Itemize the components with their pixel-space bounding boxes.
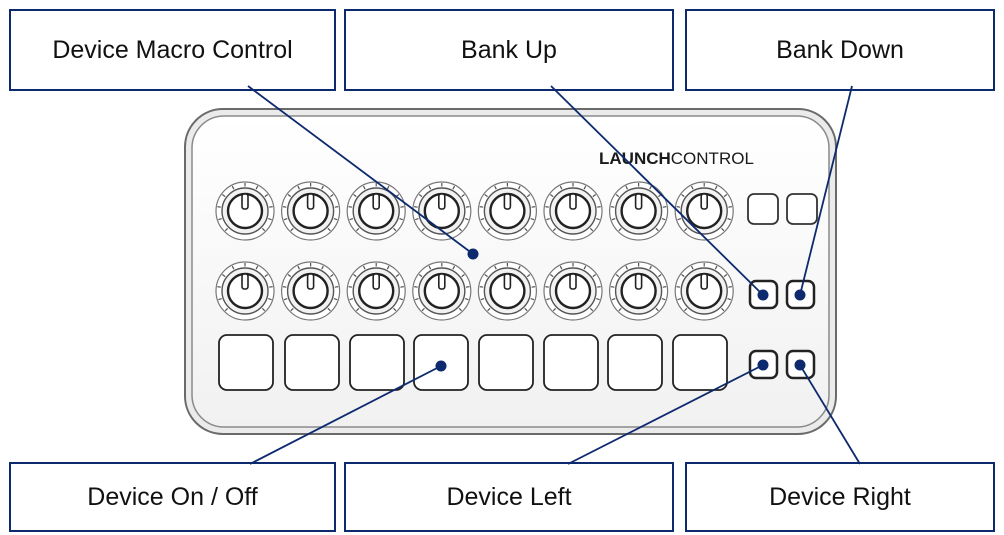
pad-button[interactable] — [349, 334, 405, 391]
knob[interactable] — [608, 261, 669, 321]
pad-button[interactable] — [672, 334, 728, 391]
knob[interactable] — [543, 181, 603, 241]
bank-up-button[interactable] — [748, 279, 779, 310]
knob[interactable] — [346, 261, 406, 321]
knob[interactable] — [477, 261, 537, 321]
pad-button[interactable] — [284, 334, 340, 391]
knob[interactable] — [346, 181, 406, 241]
side-button-top-right[interactable] — [786, 193, 818, 225]
bank-up-callout: Bank Up — [344, 9, 674, 91]
device-on-off-callout: Device On / Off — [9, 462, 336, 532]
bank-down-callout: Bank Down — [685, 9, 995, 91]
device-right-callout: Device Right — [685, 462, 995, 532]
device-left-callout: Device Left — [344, 462, 674, 532]
device-macro-control-callout: Device Macro Control — [9, 9, 336, 91]
brand-launch: LAUNCH — [599, 149, 671, 168]
knob[interactable] — [281, 261, 341, 321]
device-left-button[interactable] — [748, 349, 779, 380]
pad-button[interactable] — [218, 334, 274, 391]
knob[interactable] — [281, 181, 341, 241]
side-button-top-left[interactable] — [747, 193, 779, 225]
bank-down-button[interactable] — [785, 279, 816, 310]
device-right-button[interactable] — [785, 349, 816, 380]
brand-logo: LAUNCHCONTROL — [599, 149, 754, 168]
brand-control: CONTROL — [671, 149, 754, 168]
knob[interactable] — [477, 181, 537, 241]
knob[interactable] — [215, 181, 275, 241]
pad-button[interactable] — [478, 334, 534, 391]
pad-button[interactable] — [543, 334, 599, 391]
knob[interactable] — [674, 181, 734, 241]
knob[interactable] — [412, 261, 472, 321]
pad-button[interactable] — [413, 334, 469, 391]
knob[interactable] — [674, 261, 734, 321]
knob[interactable] — [412, 181, 472, 241]
knob[interactable] — [543, 261, 603, 321]
knob[interactable] — [608, 181, 669, 241]
pad-button[interactable] — [607, 334, 663, 391]
knob[interactable] — [215, 261, 275, 321]
